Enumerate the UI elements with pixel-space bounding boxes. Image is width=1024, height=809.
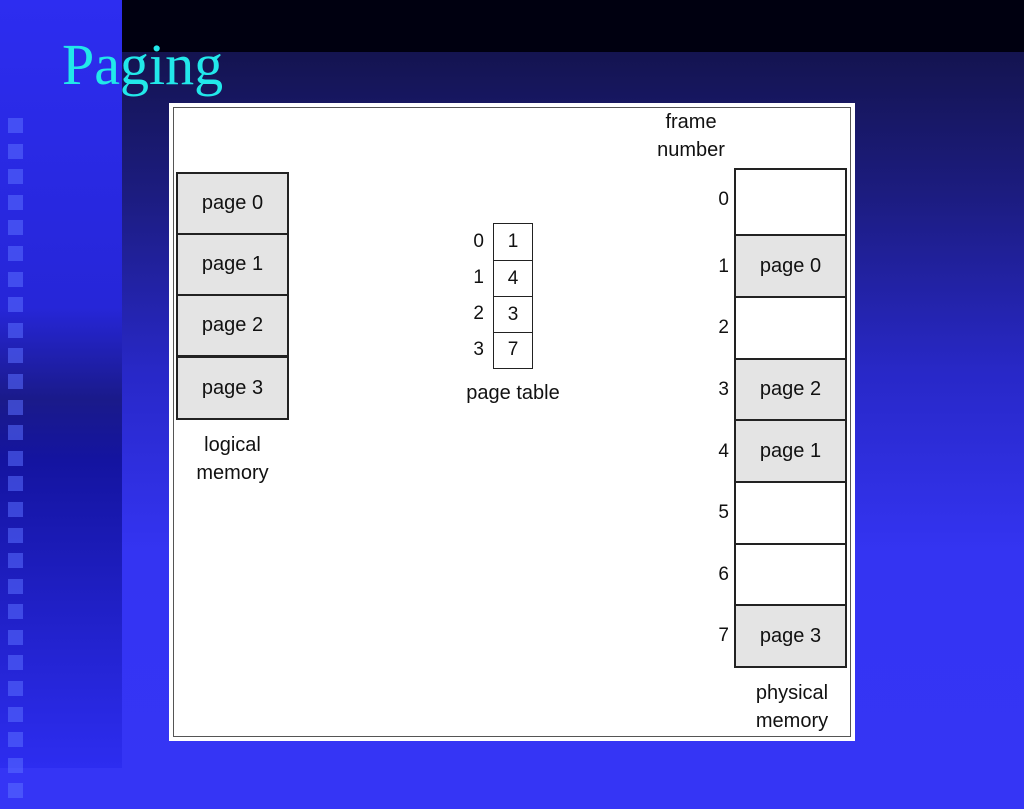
frame-number-5: 5 [718,502,729,523]
page-table-label: page table [466,382,560,404]
frame-number-1: 1 [718,256,729,277]
logical-page-2: page 2 [176,294,289,357]
decorative-squares [8,118,32,809]
frame-number-2: 2 [718,317,729,338]
frame-number-header-line1: frame [665,111,717,133]
paging-diagram: page 0 page 1 page 2 page 3 logical memo… [169,103,855,741]
physical-memory-label-line2: memory [755,710,829,732]
logical-page-1: page 1 [176,233,289,296]
physical-frame-4: page 1 [734,419,847,483]
page-table-entry-3: 7 [493,331,533,369]
physical-frame-2 [734,296,847,360]
page-table-index-0: 0 [473,231,484,252]
slide-top-band [122,0,1024,52]
page-table-index-2: 2 [473,303,484,324]
logical-page-3: page 3 [176,356,289,420]
frame-number-6: 6 [718,564,729,585]
physical-frame-1: page 0 [734,234,847,298]
physical-frame-0 [734,168,847,236]
frame-number-4: 4 [718,441,729,462]
page-table-entry-2: 3 [493,296,533,333]
frame-number-7: 7 [718,625,729,646]
physical-frame-6 [734,543,847,606]
physical-memory-label-line1: physical [755,682,829,704]
logical-page-0: page 0 [176,172,289,235]
page-table-entry-0: 1 [493,223,533,261]
diagram-frame [173,107,851,737]
logical-memory-label-line2: memory [196,462,269,484]
frame-number-0: 0 [718,189,729,210]
frame-number-header-line2: number [657,139,725,161]
frame-number-3: 3 [718,379,729,400]
slide-title: Paging [62,32,224,97]
page-table-index-3: 3 [473,339,484,360]
page-table-entry-1: 4 [493,259,533,298]
page-table-index-1: 1 [473,267,484,288]
physical-frame-7: page 3 [734,604,847,668]
physical-frame-3: page 2 [734,358,847,421]
physical-frame-5 [734,481,847,545]
logical-memory-label-line1: logical [204,434,261,456]
